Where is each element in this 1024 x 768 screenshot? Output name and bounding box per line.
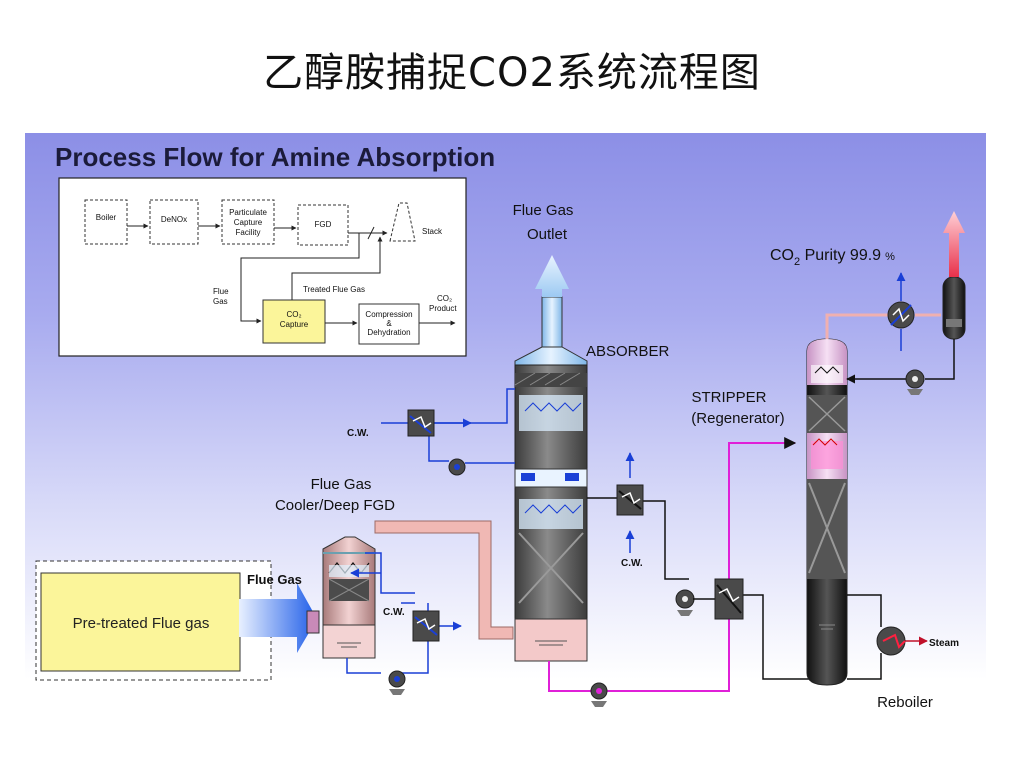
stripper-column <box>806 338 848 686</box>
inset-label-particulate-3: Facility <box>236 228 261 237</box>
inset-label-compression-1: Compression <box>365 310 412 319</box>
inset-label-flue-1: Flue <box>213 287 229 296</box>
cw-label-absorber: C.W. <box>347 428 369 439</box>
inset-label-treated: Treated Flue Gas <box>303 285 365 294</box>
inset-box-denox <box>149 199 199 245</box>
inset-box-boiler <box>84 199 128 245</box>
stripper-label-2: (Regenerator) <box>691 410 784 427</box>
flue-gas-arrow <box>239 583 317 653</box>
stripper-overhead-line <box>825 313 891 339</box>
reboiler-label: Reboiler <box>877 694 933 711</box>
intercooler-pump-icon <box>675 589 695 616</box>
condenser-icon <box>887 301 915 329</box>
lean-rich-heat-exchanger <box>714 578 744 620</box>
absorber-label: ABSORBER <box>586 343 670 360</box>
inset-label-stack: Stack <box>422 227 443 236</box>
cw-label-intercooler: C.W. <box>621 558 643 569</box>
cooler-label-1: Flue Gas <box>311 476 372 493</box>
inset-stack-icon <box>389 202 416 242</box>
process-flow-diagram: Process Flow for Amine Absorption Boiler… <box>35 142 966 711</box>
reflux-drum <box>942 276 966 340</box>
inset-label-co2-capture-2: Capture <box>280 320 309 329</box>
panel-title: Process Flow for Amine Absorption <box>55 142 495 172</box>
inset-box-fgd <box>297 204 349 246</box>
inset-box-co2-capture <box>262 299 326 344</box>
inset-box-compression <box>358 303 420 345</box>
inset-label-co2-product-1: CO₂ <box>437 294 452 303</box>
cooler-vessel <box>306 536 376 659</box>
inset-label-boiler: Boiler <box>96 213 117 222</box>
inset-label-flue-2: Gas <box>213 297 228 306</box>
reboiler-icon <box>876 626 906 656</box>
rich-pump-icon <box>590 682 608 707</box>
flue-gas-outlet-label-2: Outlet <box>527 226 568 243</box>
pretreated-box <box>40 572 241 672</box>
flue-gas-outlet-arrow <box>535 255 569 297</box>
steam-label: Steam <box>929 638 959 649</box>
cooler-heat-exchanger <box>412 610 440 642</box>
inset-label-co2-product-2: Product <box>429 304 457 313</box>
inset-box-particulate <box>221 199 275 245</box>
inset-label-particulate-1: Particulate <box>229 208 267 217</box>
flue-duct <box>374 520 514 640</box>
absorber-heat-exchanger <box>407 409 435 437</box>
cooler-label-2: Cooler/Deep FGD <box>275 497 395 514</box>
co2-product-arrow <box>943 211 965 277</box>
inset-label-fgd: FGD <box>315 220 332 229</box>
co2-purity-label: CO2 Purity 99.9% <box>770 247 895 268</box>
intercooler-heat-exchanger <box>616 484 644 516</box>
flue-gas-outlet-label-1: Flue Gas <box>513 202 574 219</box>
inset-block-diagram: Boiler DeNOx Particulate Capture Facilit… <box>58 177 467 357</box>
stripper-label-1: STRIPPER <box>691 389 766 406</box>
cw-label-cooler: C.W. <box>383 607 405 618</box>
cooler-pump-icon <box>388 670 406 695</box>
reflux-pump-icon <box>905 369 925 395</box>
inset-label-denox: DeNOx <box>161 215 187 224</box>
slide-title: 乙醇胺捕捉CO2系统流程图 <box>263 50 761 96</box>
inset-label-compression-2: & <box>386 319 392 328</box>
absorber-pump-icon <box>448 458 466 476</box>
inset-label-co2-capture-1: CO₂ <box>286 310 301 319</box>
flue-gas-arrow-label: Flue Gas <box>247 572 302 587</box>
pretreated-label: Pre-treated Flue gas <box>73 615 210 632</box>
inset-label-compression-3: Dehydration <box>367 328 410 337</box>
absorber-column <box>514 296 588 662</box>
inset-label-particulate-2: Capture <box>234 218 263 227</box>
